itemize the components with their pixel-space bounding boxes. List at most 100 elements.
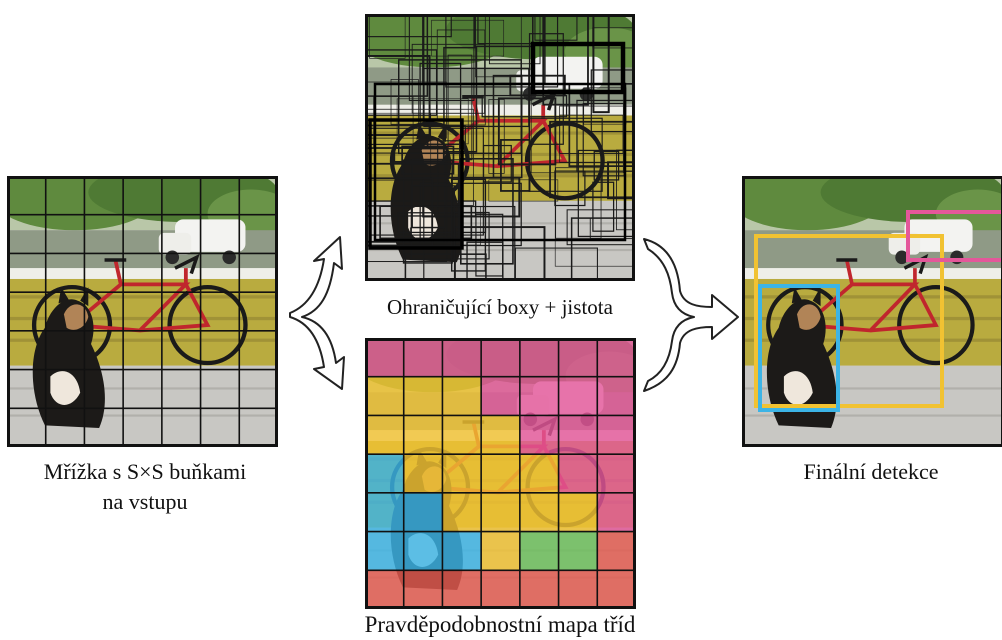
class-cell-pink (519, 338, 559, 377)
class-cell-red (481, 570, 520, 609)
class-cell-yellow (442, 415, 482, 455)
strong-box (373, 82, 627, 242)
class-cells (365, 338, 636, 609)
class-cell-pink (558, 415, 598, 455)
candidate-box (393, 146, 445, 163)
class-cell-pink (597, 415, 636, 455)
class-cell-blue (403, 492, 443, 532)
merge-arrow-icon (643, 238, 739, 392)
class-probability-map (365, 338, 636, 609)
class-cell-red (442, 570, 482, 609)
class-cell-yellow (442, 492, 482, 532)
class-cell-pink (597, 338, 636, 377)
class-map-panel (365, 338, 636, 609)
candidate-box (475, 213, 504, 277)
candidate-box (497, 97, 557, 166)
class-cell-red (519, 570, 559, 609)
candidate-box (410, 185, 456, 260)
class-cell-red (597, 570, 636, 609)
class-cell-blue (442, 531, 482, 571)
class-cell-red (365, 570, 404, 609)
candidate-box (488, 179, 559, 202)
candidate-box (437, 140, 461, 217)
candidate-box (481, 94, 568, 118)
class-cell-pink (597, 492, 636, 532)
candidate-box (419, 182, 522, 247)
panel-frame (7, 176, 278, 447)
grid-lines (365, 338, 636, 609)
dog-detection-box (758, 284, 840, 412)
input-grid-panel (7, 176, 278, 447)
classmap-caption: Pravděpodobnostní mapa tříd (364, 612, 636, 637)
split-arrow-icon (289, 236, 345, 390)
class-cell-blue (365, 531, 404, 571)
candidate-box (411, 43, 486, 114)
input-caption: Mřížka s S×S buňkami na vstupu (0, 457, 290, 517)
candidate-box (409, 227, 445, 244)
class-cell-green (519, 531, 559, 571)
panel-frame (365, 338, 636, 609)
panel-frame (742, 176, 1002, 447)
class-cell-yellow (442, 454, 482, 493)
strong-box (530, 41, 626, 95)
candidate-box (528, 33, 564, 145)
class-cell-pink (519, 376, 559, 416)
class-cell-green (558, 531, 598, 571)
class-cell-yellow (558, 492, 598, 532)
candidate-box (419, 62, 462, 150)
class-cell-yellow (365, 376, 404, 416)
boxes-caption: Ohraničující boxy + jistota (387, 295, 613, 319)
class-cell-yellow (481, 531, 520, 571)
class-cell-red (597, 531, 636, 571)
class-cell-blue (365, 454, 404, 493)
input-caption-line1: Mřížka s S×S buňkami (43, 459, 247, 484)
class-cell-pink (558, 376, 598, 416)
class-cell-pink (597, 376, 636, 416)
bounding-boxes-image (365, 14, 635, 281)
strong-box (368, 118, 464, 250)
class-cell-pink (403, 338, 443, 377)
final-caption: Finální detekce (803, 459, 939, 484)
class-cell-yellow (403, 376, 443, 416)
class-cell-pink (558, 338, 598, 377)
candidate-box (423, 67, 530, 128)
class-cell-yellow (519, 492, 559, 532)
class-cell-yellow (481, 415, 520, 455)
car-detection-box (906, 210, 1002, 262)
bicycle-detection-box (754, 234, 944, 408)
class-cell-yellow (403, 454, 443, 493)
class-cell-yellow (481, 492, 520, 532)
class-cell-yellow (442, 376, 482, 416)
class-cell-yellow (481, 454, 520, 493)
final-detections-image (742, 176, 1002, 447)
candidate-box (450, 178, 487, 272)
candidate-box (411, 158, 446, 229)
class-cell-yellow (365, 415, 404, 455)
input-caption-line2: na vstupu (102, 489, 188, 514)
class-cell-pink (365, 338, 404, 377)
class-cell-pink (481, 338, 520, 377)
input-grid-image (7, 176, 278, 447)
class-cell-pink (597, 454, 636, 493)
candidate-boxes (366, 15, 634, 280)
candidate-box (488, 99, 505, 174)
class-cell-pink (442, 338, 482, 377)
class-cell-yellow (519, 454, 559, 493)
candidate-box (592, 181, 615, 232)
candidate-box (390, 79, 419, 125)
class-cell-blue (403, 531, 443, 571)
class-cell-red (558, 570, 598, 609)
class-cell-pink (558, 454, 598, 493)
class-cell-yellow (403, 415, 443, 455)
input-photo (7, 176, 278, 447)
panel-frame (365, 14, 635, 281)
class-cell-red (403, 570, 443, 609)
grid-lines (7, 176, 278, 447)
candidate-box (373, 96, 414, 148)
class-cell-pink (519, 415, 559, 455)
final-detections-panel (742, 176, 1002, 447)
candidate-box (593, 150, 620, 181)
bounding-boxes-panel (365, 14, 635, 281)
candidate-box (431, 19, 505, 57)
candidate-box (443, 46, 478, 153)
